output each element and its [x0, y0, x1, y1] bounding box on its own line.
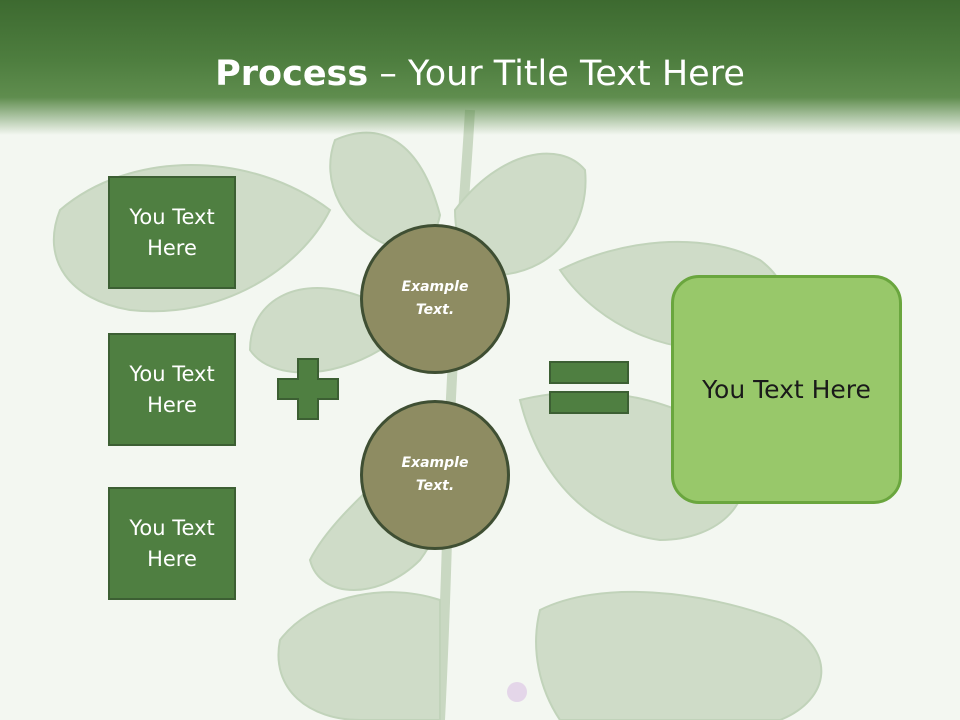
result-label: You Text Here — [702, 375, 871, 404]
input-box-label: You Text Here — [129, 515, 215, 571]
input-box-label: You Text Here — [129, 361, 215, 417]
input-box-3[interactable]: You Text Here — [108, 487, 236, 600]
title-rest: – Your Title Text Here — [368, 54, 745, 94]
result-box[interactable]: You Text Here — [671, 275, 902, 504]
input-box-2[interactable]: You Text Here — [108, 333, 236, 446]
input-box-label: You Text Here — [129, 204, 215, 260]
plus-icon — [277, 358, 339, 420]
header-band — [0, 0, 960, 135]
example-circle-2[interactable]: Example Text. — [360, 400, 510, 550]
input-box-1[interactable]: You Text Here — [108, 176, 236, 289]
slide-title: Process – Your Title Text Here — [0, 52, 960, 96]
example-circle-1[interactable]: Example Text. — [360, 224, 510, 374]
example-circle-label: Example Text. — [401, 455, 469, 494]
equals-icon — [549, 361, 629, 414]
title-bold: Process — [215, 54, 369, 94]
example-circle-label: Example Text. — [401, 279, 469, 318]
